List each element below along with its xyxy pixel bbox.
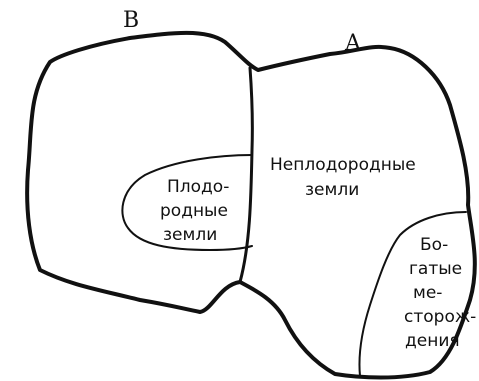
fertile-lands-label-line-2: родные bbox=[160, 201, 228, 221]
infertile-lands-label-line-2: земли bbox=[305, 180, 359, 200]
rich-deposits-label-line-4: сторож- bbox=[404, 307, 476, 327]
rich-deposits-label-line-1: Бо- bbox=[420, 235, 448, 255]
country-a-label: A bbox=[344, 31, 362, 56]
country-b-label: B bbox=[123, 8, 139, 33]
infertile-lands-label-line-1: Неплодородные bbox=[270, 155, 416, 175]
territories-outline bbox=[25, 30, 477, 380]
rich-deposits-label-line-3: ме- bbox=[413, 283, 442, 303]
rich-deposits-label-line-2: гатые bbox=[409, 259, 462, 279]
fertile-lands-label-line-3: земли bbox=[163, 225, 217, 245]
fertile-lands-label-line-1: Плодо- bbox=[167, 177, 229, 197]
border-b-a bbox=[238, 66, 254, 284]
fertile-lands-region bbox=[121, 154, 253, 251]
rich-deposits-label-line-5: дения bbox=[405, 331, 460, 351]
rich-deposits-region bbox=[358, 211, 467, 377]
